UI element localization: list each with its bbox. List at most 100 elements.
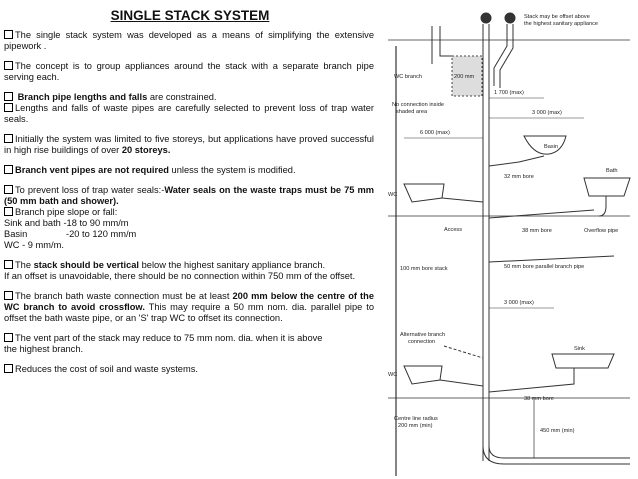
checkbox-bullet-icon [4, 165, 13, 174]
content-body: The single stack system was developed as… [4, 30, 374, 384]
label-wc-branch: WC branch [394, 74, 422, 80]
wc-branch-upper [431, 26, 454, 64]
paragraph-7: To prevent loss of trap water seals:-Wat… [4, 185, 374, 207]
label-100mm-stack: 100 mm bore stack [400, 266, 448, 272]
paragraph-1: The single stack system was developed as… [4, 30, 374, 52]
paragraph-2: The concept is to group appliances aroun… [4, 61, 374, 83]
checkbox-bullet-icon [4, 134, 13, 143]
label-3000-max-upper: 3 000 (max) [532, 110, 562, 116]
label-access: Access [444, 227, 462, 233]
checkbox-bullet-icon [4, 260, 13, 269]
paragraph-3-text: are constrained. [147, 92, 217, 102]
wc-lower [403, 365, 443, 385]
base-bend-inner [488, 445, 630, 459]
paragraph-7-text: To prevent loss of trap water seals:- [15, 185, 165, 195]
slope-wc: WC - 9 mm/m. [4, 240, 64, 250]
label-32mm-bore: 32 mm bore [504, 174, 534, 180]
label-38mm-bore-lower: 38 mm bore [524, 396, 554, 402]
label-bath: Bath [606, 168, 618, 174]
paragraph-3: Branch pipe lengths and falls are constr… [4, 92, 374, 103]
parallel-branch [488, 255, 615, 263]
bath [583, 177, 631, 197]
paragraph-12-text: Reduces the cost of soil and waste syste… [15, 364, 198, 374]
label-stack-offset-2: the highest sanitary appliance [524, 21, 598, 27]
no-connection-area [451, 55, 483, 97]
sink [551, 353, 615, 369]
paragraph-6-text: unless the system is modified. [168, 165, 296, 175]
label-6000-max: 6 000 (max) [420, 130, 450, 136]
checkbox-bullet-icon [4, 333, 13, 342]
label-3000-max-lower: 3 000 (max) [504, 300, 534, 306]
offset-vent-pipe [493, 24, 508, 86]
paragraph-10: The branch bath waste connection must be… [4, 291, 374, 324]
label-1700-max: 1 700 (max) [494, 90, 524, 96]
paragraph-9-bold: stack should be vertical [33, 260, 140, 270]
label-sink: Sink [574, 346, 585, 352]
paragraph-11-text-b: the highest branch. [4, 344, 84, 354]
offset-vent-pipe-2 [499, 24, 514, 88]
paragraph-9-text-a: The [15, 260, 34, 270]
label-overflow-pipe: Overflow pipe [584, 228, 618, 234]
paragraph-4: Lengths and falls of waste pipes are car… [4, 103, 374, 125]
label-basin: Basin [544, 144, 558, 150]
paragraph-8: Branch pipe slope or fall: Sink and bath… [4, 207, 374, 251]
paragraph-11-text-a: The vent part of the stack may reduce to… [15, 333, 323, 343]
bath-trap [598, 196, 607, 217]
label-no-connection: No connection inside [392, 102, 444, 108]
wc-upper-branch [441, 197, 484, 203]
checkbox-bullet-icon [4, 30, 13, 39]
label-shaded-area: shaded area [396, 109, 428, 115]
label-wc-upper: WC [388, 192, 397, 198]
label-centre-line: Centre line radius [394, 416, 438, 422]
paragraph-2-text: The concept is to group appliances aroun… [4, 61, 374, 82]
checkbox-bullet-icon [4, 291, 13, 300]
sink-branch [488, 368, 575, 393]
base-bend [482, 445, 630, 465]
paragraph-10-text-b: This may require a 50 mm nom. dia. paral… [4, 302, 374, 323]
label-alternative-branch: Alternative branch [400, 332, 445, 338]
label-connection: connection [408, 339, 435, 345]
paragraph-6-bold: Branch vent pipes are not required [15, 165, 169, 175]
paragraph-8-text: Branch pipe slope or fall: [15, 207, 118, 217]
label-450mm-min: 450 mm (min) [540, 428, 575, 434]
checkbox-bullet-icon [4, 185, 13, 194]
basin [523, 135, 567, 155]
paragraph-9-text-b: below the highest sanitary appliance bra… [139, 260, 326, 270]
label-stack-offset: Stack may be offset above [524, 14, 590, 20]
label-parallel-branch: 50 mm bore parallel branch pipe [504, 264, 584, 270]
paragraph-5-bold: 20 storeys. [121, 145, 171, 155]
wc-upper [403, 183, 445, 203]
checkbox-bullet-icon [4, 364, 13, 373]
paragraph-10-bold: 200 mm below the centre of the WC branch… [4, 291, 374, 312]
label-38mm-bore-upper: 38 mm bore [522, 228, 552, 234]
basin-branch [488, 155, 545, 167]
vent-cap-icon [480, 12, 492, 24]
paragraph-5-text: Initially the system was limited to five… [4, 134, 374, 155]
wc-lower-branch [439, 379, 484, 387]
slope-basin-label: Basin [4, 229, 28, 239]
slope-basin-value: -20 to 120 mm/m [66, 229, 137, 239]
paragraph-10-text-a: The branch bath waste connection must be… [15, 291, 233, 301]
checkbox-bullet-icon [4, 103, 13, 112]
alternative-branch [443, 345, 484, 359]
bath-waste-branch [488, 209, 595, 219]
checkbox-bullet-icon [4, 207, 13, 216]
page-title: SINGLE STACK SYSTEM [110, 8, 270, 23]
paragraph-5: Initially the system was limited to five… [4, 134, 374, 156]
vent-cap-icon [504, 12, 516, 24]
paragraph-1-text: The single stack system was developed as… [4, 30, 374, 51]
paragraph-9: The stack should be vertical below the h… [4, 260, 374, 282]
paragraph-4-text: Lengths and falls of waste pipes are car… [4, 103, 374, 124]
paragraph-11: The vent part of the stack may reduce to… [4, 333, 374, 355]
label-200mm: 200 mm [454, 74, 475, 80]
single-stack-diagram: Stack may be offset above the highest sa… [388, 12, 631, 476]
label-wc-lower: WC [388, 372, 397, 378]
label-200mm-min: 200 mm (min) [398, 423, 433, 429]
checkbox-bullet-icon [4, 92, 13, 101]
checkbox-bullet-icon [4, 61, 13, 70]
slope-sink-bath: Sink and bath -18 to 90 mm/m [4, 218, 129, 228]
paragraph-6: Branch vent pipes are not required unles… [4, 165, 374, 176]
paragraph-9-text-c: If an offset is unavoidable, there shoul… [4, 271, 356, 281]
paragraph-7-bold: Water seals on the waste traps must be 7… [4, 185, 374, 206]
paragraph-3-bold: Branch pipe lengths and falls [17, 92, 148, 102]
